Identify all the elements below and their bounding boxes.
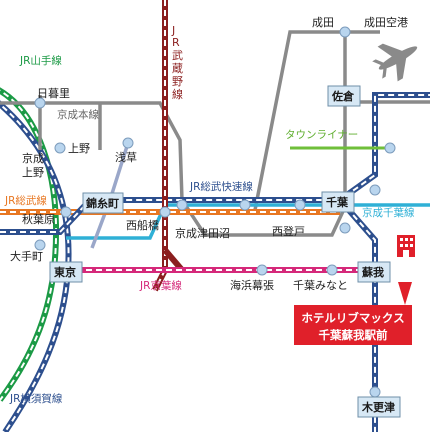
- hotel-pointer: [398, 282, 412, 305]
- svg-text:佐倉: 佐倉: [331, 89, 355, 103]
- hotel-name-line2: 千葉蘇我駅前: [319, 328, 388, 342]
- station-ueno: 上野: [68, 142, 90, 155]
- station-keisei-ueno-1: 京成: [22, 151, 44, 165]
- yamanote-line: [0, 87, 60, 402]
- uchibo-line: [337, 198, 378, 432]
- station-narita: 成田: [312, 16, 334, 29]
- svg-text:蘇我: 蘇我: [361, 265, 384, 279]
- station-keisei-tsudanuma: 京成津田沼: [175, 226, 230, 240]
- svg-text:武: 武: [172, 49, 183, 62]
- station-nippori: 日暮里: [37, 86, 70, 100]
- line-label-sobu: JR総武線: [4, 194, 47, 207]
- station-markers: [34, 26, 396, 398]
- station-box-tokyo: 東京: [49, 261, 83, 283]
- svg-text:木更津: 木更津: [361, 400, 395, 414]
- hotel-name-line1: ホテルリブマックス: [301, 311, 404, 325]
- svg-text:錦糸町: 錦糸町: [86, 196, 119, 210]
- line-label-keiyo: JR京葉線: [139, 279, 182, 292]
- station-nishifunabashi: 西船橋: [126, 218, 159, 232]
- station-narita-airport: 成田空港: [364, 15, 408, 29]
- line-label-keisei-chiba: 京成千葉線: [362, 206, 415, 219]
- line-label-yamanote: JR山手線: [19, 54, 62, 67]
- station-box-kinshicho: 錦糸町: [82, 192, 124, 214]
- svg-text:野: 野: [172, 75, 183, 88]
- hotel-label: ホテルリブマックス 千葉蘇我駅前: [294, 305, 412, 345]
- svg-text:蔵: 蔵: [172, 62, 183, 75]
- line-label-sobu-rapid: JR総武快速線: [189, 180, 253, 193]
- station-box-kisarazu: 木更津: [357, 396, 401, 418]
- line-label-yokosuka: JR横須賀線: [9, 392, 63, 405]
- narita-branch-line: [253, 30, 345, 211]
- station-otemachi: 大手町: [10, 249, 43, 263]
- line-label-keisei-hon: 京成本線: [57, 108, 99, 121]
- station-akihabara: 秋葉原: [22, 212, 55, 226]
- building-icon: [397, 235, 415, 257]
- station-chiba-minato: 千葉みなと: [293, 278, 348, 292]
- line-label-town-liner: タウンライナー: [285, 129, 358, 141]
- svg-text:千葉: 千葉: [326, 195, 349, 209]
- station-box-soga: 蘇我: [357, 261, 391, 283]
- station-asakusa: 浅草: [115, 151, 137, 164]
- airplane-icon: [372, 43, 418, 82]
- line-label-musashino: J R 武 蔵 野 線: [171, 24, 183, 101]
- station-box-sakura: 佐倉: [327, 85, 361, 107]
- station-box-chiba: 千葉: [321, 191, 355, 213]
- svg-text:J: J: [171, 24, 175, 37]
- station-kaihin-makuhari: 海浜幕張: [230, 278, 274, 292]
- svg-text:線: 線: [172, 87, 183, 101]
- svg-text:R: R: [172, 36, 180, 49]
- station-keisei-ueno-2: 上野: [22, 166, 44, 179]
- station-nishinoboto: 西登戸: [272, 224, 305, 238]
- svg-text:東京: 東京: [54, 265, 76, 279]
